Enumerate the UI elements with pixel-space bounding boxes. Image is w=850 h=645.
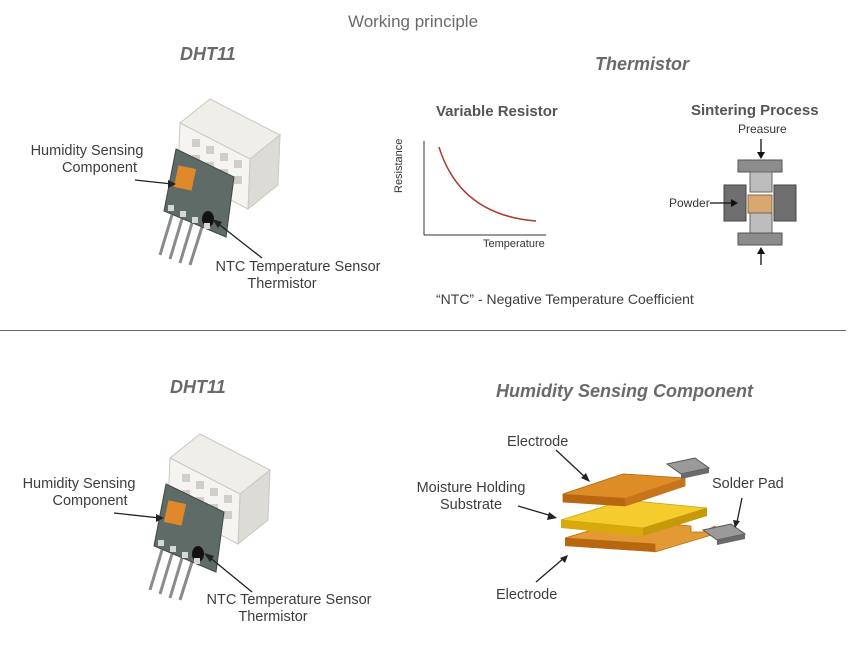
x-axis-label: Temperature [483, 238, 545, 250]
sintering-title: Sintering Process [691, 102, 819, 119]
substrate-label-line1: Moisture Holding [416, 480, 526, 496]
ntc-label-top-line2: Thermistor [247, 276, 317, 292]
top-electrode-layer [562, 457, 711, 507]
dht11-sensor-illustration-top [158, 98, 281, 266]
ntc-curve [438, 146, 537, 222]
powder-arrow [710, 199, 738, 207]
sintering-press-diagram [723, 139, 797, 265]
substrate-label-line2: Substrate [439, 497, 503, 513]
electrode-top-label: Electrode [507, 434, 569, 450]
ntc-label-bottom-line1: NTC Temperature Sensor [206, 592, 372, 608]
dht11-heading-bottom: DHT11 [170, 377, 226, 397]
humidity-label-top-line2: Component [62, 160, 137, 176]
pressure-label: Preasure [738, 122, 787, 136]
ntc-label-top-line1: NTC Temperature Sensor [215, 259, 381, 275]
sensor-board [153, 483, 225, 573]
humidity-component-diagram [560, 457, 747, 553]
sensor-pins [148, 549, 194, 601]
bottom-punch [737, 232, 783, 246]
humidity-label-bottom-line2: Component [52, 493, 128, 509]
page-title: Working principle [347, 12, 479, 31]
powder-compact [747, 194, 773, 214]
section-divider [0, 330, 846, 331]
humidity-label-bottom-line1: Humidity Sensing [22, 476, 136, 492]
moisture-substrate-layer [560, 499, 708, 536]
ntc-label-bottom-line2: Thermistor [238, 609, 308, 625]
y-axis-label: Resistance [393, 138, 405, 193]
resistance-temperature-graph [423, 141, 546, 236]
right-die [773, 184, 797, 222]
sensor-pins [158, 214, 204, 266]
top-punch [737, 159, 783, 173]
electrode-bottom-label: Electrode [496, 587, 558, 603]
humidity-element [173, 165, 197, 191]
dht11-heading-top: DHT11 [180, 44, 236, 64]
sensor-board [163, 148, 235, 238]
thermistor-heading: Thermistor [595, 54, 690, 74]
humidity-label-top-line1: Humidity Sensing [30, 143, 144, 159]
humidity-component-heading: Humidity Sensing Component [496, 381, 754, 401]
dht11-sensor-illustration-bottom [148, 433, 271, 601]
powder-label: Powder [669, 196, 710, 210]
humidity-element [163, 500, 187, 526]
ntc-caption: “NTC” - Negative Temperature Coefficient [436, 291, 694, 307]
variable-resistor-title: Variable Resistor [436, 103, 558, 120]
solder-pad-label: Solder Pad [712, 476, 784, 492]
